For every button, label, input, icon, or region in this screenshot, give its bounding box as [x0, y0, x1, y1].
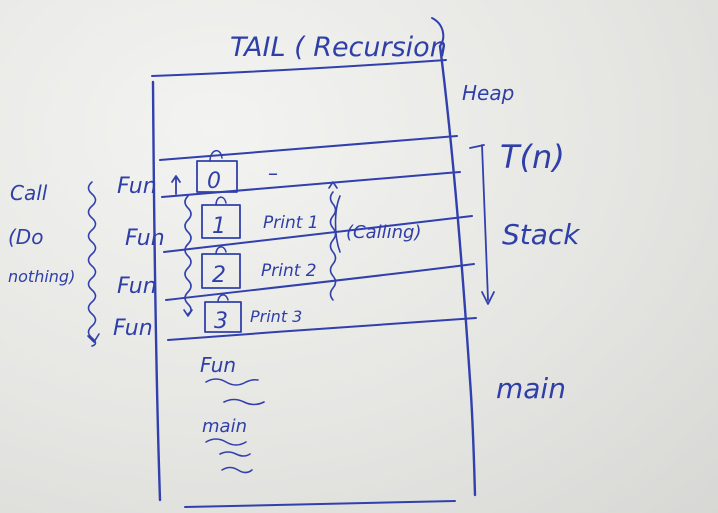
memory-left-edge: [151, 80, 162, 502]
frame-note: Print 1: [263, 213, 319, 233]
call-annotation: nothing): [8, 267, 75, 286]
main-block-fn: Fun: [200, 353, 236, 377]
title-paren-stroke: [431, 17, 445, 47]
frame-box: [201, 253, 241, 289]
frame-fn-label: Fun: [117, 274, 157, 299]
frame-divider: [167, 317, 477, 341]
frame-box-tab: [209, 150, 223, 162]
code-scribble: [219, 451, 251, 457]
frame-divider: [165, 263, 475, 301]
frame-note: Print 2: [261, 261, 317, 281]
code-scribble: [205, 438, 247, 446]
frame-index: 1: [212, 214, 226, 239]
frame-divider: [161, 171, 461, 198]
calling-annotation: (Calling): [346, 222, 421, 243]
frame-box-tab: [215, 246, 227, 255]
stack-label: Stack: [502, 218, 581, 251]
frame-index: 2: [212, 263, 226, 288]
heap-label: Heap: [462, 81, 514, 105]
frame-box: [201, 204, 241, 239]
code-scribble: [223, 398, 265, 406]
frame-note: Print 3: [250, 307, 302, 326]
calling-brace: [334, 195, 341, 253]
frame-arrow: [171, 175, 181, 195]
frame-divider: [163, 215, 473, 253]
main-label: main: [496, 372, 566, 405]
frame-box-tab: [217, 294, 229, 303]
frame-divider: [159, 135, 458, 161]
frame-box: [204, 301, 242, 333]
frame-box: [196, 160, 238, 193]
frame-note: –: [268, 161, 278, 185]
frame-index: 0: [207, 169, 221, 194]
frame-box-tab: [215, 196, 227, 206]
code-scribble: [205, 378, 259, 386]
main-block-main: main: [202, 416, 247, 437]
code-scribble: [221, 466, 253, 474]
complexity-label: T(n): [500, 138, 565, 176]
memory-right-edge: [438, 44, 477, 497]
frame-fn-label: Fun: [113, 316, 153, 341]
frame-index: 3: [214, 309, 228, 334]
title-underline: [151, 59, 447, 77]
frame-fn-label: Fun: [117, 174, 157, 199]
call-direction-squiggle: [87, 181, 100, 347]
stack-extent-arrow: [469, 144, 495, 305]
call-annotation: (Do: [8, 225, 43, 249]
memory-bottom-edge: [184, 500, 456, 508]
call-chain-squiggle: [183, 195, 193, 317]
return-chain-squiggle: [328, 181, 338, 301]
diagram-title: TAIL ( Recursion: [230, 32, 447, 63]
call-annotation: Call: [10, 181, 48, 205]
frame-fn-label: Fun: [125, 226, 165, 251]
